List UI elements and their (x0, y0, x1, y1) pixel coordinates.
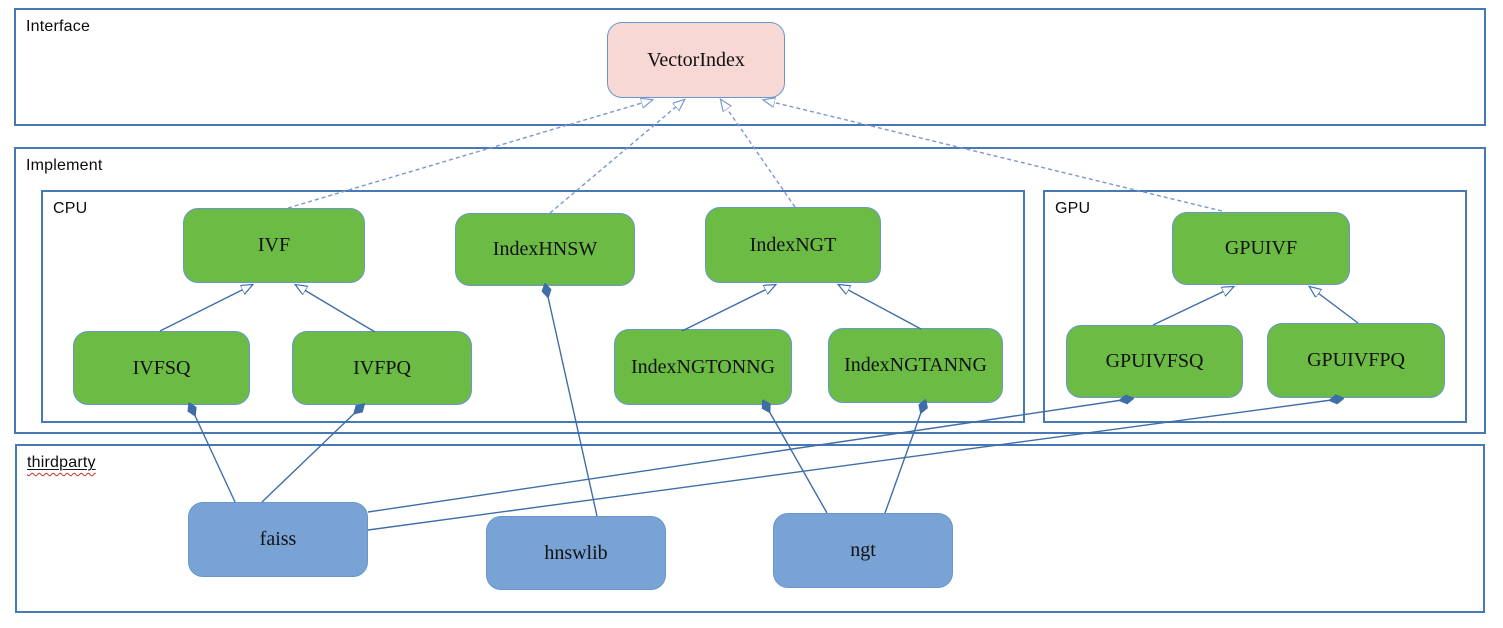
node-ngt[interactable]: ngt (773, 513, 953, 588)
container-gpu-label: GPU (1055, 200, 1091, 217)
node-indexngt[interactable]: IndexNGT (705, 207, 881, 283)
node-hnswlib-label: hnswlib (544, 541, 608, 564)
node-indexngtonng[interactable]: IndexNGTONNG (614, 329, 792, 405)
node-vectorindex-label: VectorIndex (647, 48, 745, 71)
container-implement-label: Implement (26, 157, 103, 174)
node-gpuivfpq[interactable]: GPUIVFPQ (1267, 323, 1445, 398)
container-interface-label: Interface (26, 18, 91, 35)
node-ivf-label: IVF (257, 234, 291, 256)
node-ivfpq-label: IVFPQ (353, 356, 411, 379)
node-gpuivfsq-label: GPUIVFSQ (1105, 350, 1204, 372)
node-gpuivf[interactable]: GPUIVF (1172, 212, 1350, 285)
container-thirdparty-label: thirdparty (27, 454, 96, 472)
node-indexngtanng[interactable]: IndexNGTANNG (828, 328, 1003, 403)
node-ngt-label: ngt (850, 539, 876, 561)
node-ivf[interactable]: IVF (183, 208, 365, 283)
container-cpu-label: CPU (53, 200, 88, 217)
node-ivfsq-label: IVFSQ (132, 356, 191, 379)
node-indexhnsw-label: IndexHNSW (492, 238, 598, 260)
node-gpuivf-label: GPUIVF (1224, 237, 1298, 259)
node-indexngtonng-label: IndexNGTONNG (630, 355, 776, 378)
node-vectorindex[interactable]: VectorIndex (607, 22, 785, 98)
node-hnswlib[interactable]: hnswlib (486, 516, 666, 590)
container-thirdparty-label-text: thirdparty (27, 454, 96, 471)
node-indexngt-label: IndexNGT (749, 233, 837, 256)
node-faiss[interactable]: faiss (188, 502, 368, 577)
node-faiss-label: faiss (259, 528, 297, 550)
node-gpuivfsq[interactable]: GPUIVFSQ (1066, 325, 1243, 398)
node-indexngtanng-label: IndexNGTANNG (844, 354, 987, 376)
node-gpuivfpq-label: GPUIVFPQ (1307, 349, 1405, 371)
node-ivfpq[interactable]: IVFPQ (292, 331, 472, 405)
node-ivfsq[interactable]: IVFSQ (73, 331, 250, 405)
node-indexhnsw[interactable]: IndexHNSW (455, 213, 635, 286)
